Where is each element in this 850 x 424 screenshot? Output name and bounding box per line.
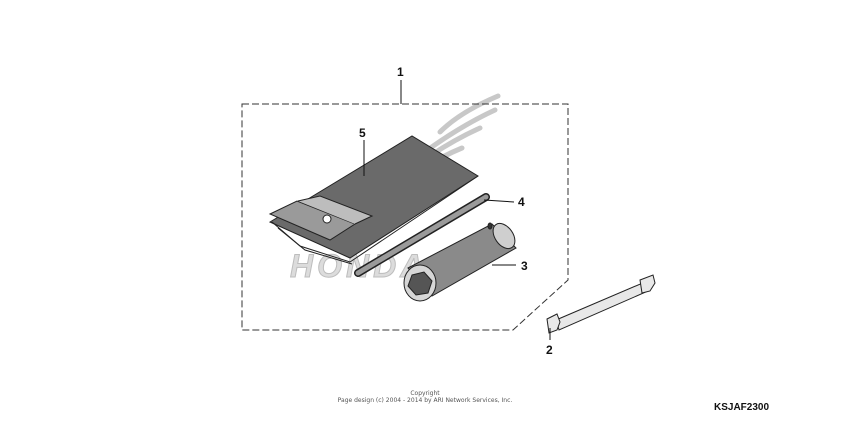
leader-lines — [363, 80, 551, 340]
callout-1: 1 — [397, 65, 404, 79]
callout-3: 3 — [521, 259, 528, 273]
callout-2: 2 — [546, 343, 553, 357]
callout-5: 5 — [359, 126, 366, 140]
copyright-line-1: Copyright — [410, 390, 440, 397]
callout-4: 4 — [518, 195, 525, 209]
tool-bag — [268, 135, 479, 265]
tool-kit-boundary — [241, 103, 569, 331]
socket-wrench — [403, 222, 517, 302]
spanner — [546, 274, 656, 334]
copyright-line-2: Page design (c) 2004 - 2014 by ARI Netwo… — [337, 397, 513, 404]
diagram-code: KSJAF2300 — [714, 402, 770, 413]
extension-bar — [354, 193, 490, 277]
